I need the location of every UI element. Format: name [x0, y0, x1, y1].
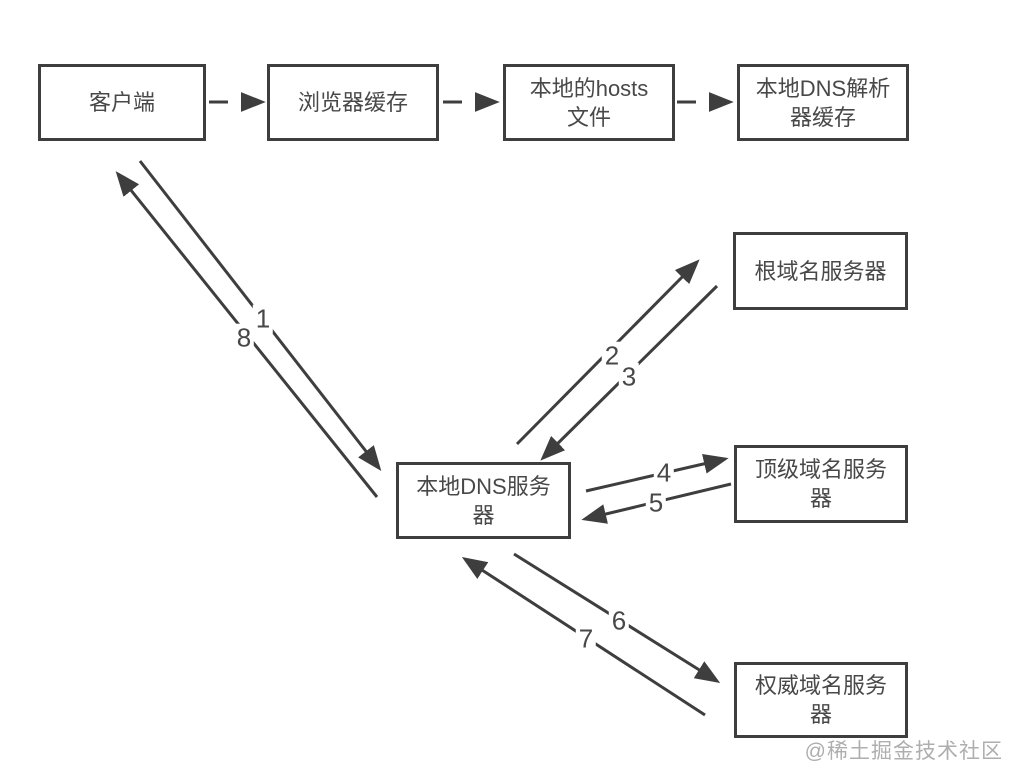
node-authoritative-dns-server: 权威域名服务 器 — [734, 662, 908, 738]
step-label-7: 7 — [575, 625, 597, 654]
node-local-dns-server: 本地DNS服务 器 — [396, 462, 571, 539]
step-label-2: 2 — [601, 342, 623, 371]
node-client-label: 客户端 — [88, 90, 155, 115]
node-resolver-cache: 本地DNS解析 器缓存 — [737, 64, 909, 141]
node-local-dns-server-label: 本地DNS服务 器 — [416, 473, 551, 528]
node-authoritative-dns-server-label: 权威域名服务 器 — [754, 673, 887, 727]
node-browser-cache-label: 浏览器缓存 — [297, 90, 408, 115]
node-tld-dns-server-label: 顶级域名服务 器 — [754, 457, 887, 511]
step-label-4: 4 — [653, 459, 675, 488]
node-resolver-cache-label: 本地DNS解析 器缓存 — [755, 75, 891, 130]
step-label-8: 8 — [233, 324, 255, 353]
step-label-6: 6 — [608, 607, 630, 636]
node-browser-cache: 浏览器缓存 — [267, 64, 439, 141]
node-client: 客户端 — [38, 64, 206, 141]
watermark: @稀土掘金技术社区 — [804, 740, 1003, 763]
node-root-dns-server-label: 根域名服务器 — [754, 258, 887, 284]
step-label-5: 5 — [645, 489, 667, 518]
node-root-dns-server: 根域名服务器 — [733, 232, 908, 310]
step-label-3: 3 — [618, 363, 640, 392]
node-hosts-file-label: 本地的hosts 文件 — [529, 75, 649, 130]
node-tld-dns-server: 顶级域名服务 器 — [734, 445, 908, 523]
step-label-1: 1 — [252, 305, 274, 334]
node-hosts-file: 本地的hosts 文件 — [503, 64, 675, 141]
